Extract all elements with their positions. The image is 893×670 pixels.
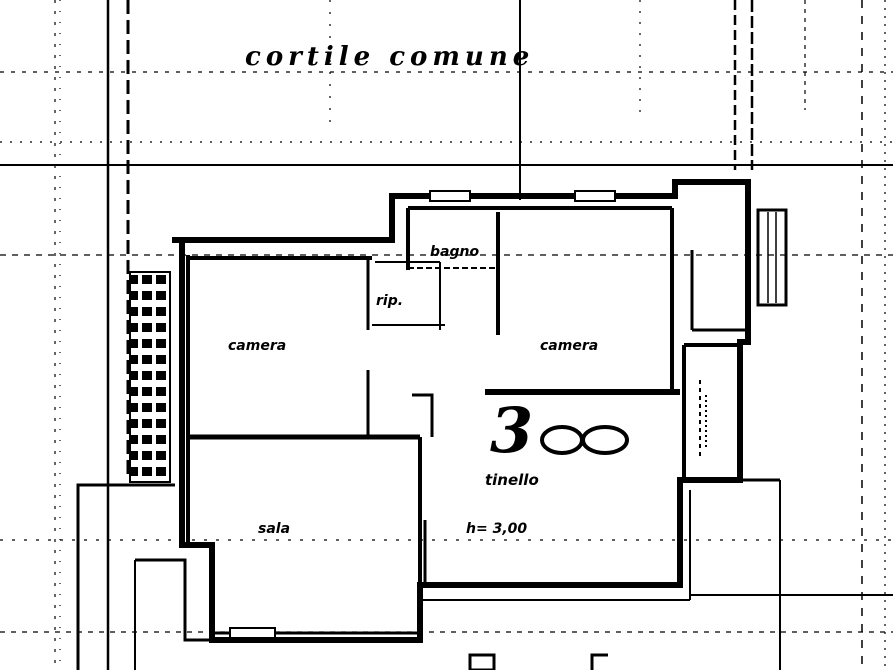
balcony-right xyxy=(756,208,788,307)
left-annex xyxy=(76,483,215,670)
room-label-camera-right: camera xyxy=(540,338,598,354)
staircase xyxy=(129,271,171,483)
room-label-camera-left: camera xyxy=(228,338,286,354)
inner-walls xyxy=(186,206,893,670)
room-label-ripostiglio: rip. xyxy=(376,293,403,309)
room-height-label: h= 3,00 xyxy=(466,521,527,537)
room-label-bagno: bagno xyxy=(430,244,479,260)
right-closet-marks xyxy=(699,380,707,460)
room-label-tinello: tinello xyxy=(485,471,539,489)
unit-number-flourish xyxy=(540,425,629,455)
room-label-sala: sala xyxy=(258,521,290,537)
unit-number: 3 xyxy=(490,394,533,467)
bottom-details xyxy=(468,653,608,670)
courtyard-label: cortile comune xyxy=(245,42,534,72)
windows xyxy=(229,190,616,639)
